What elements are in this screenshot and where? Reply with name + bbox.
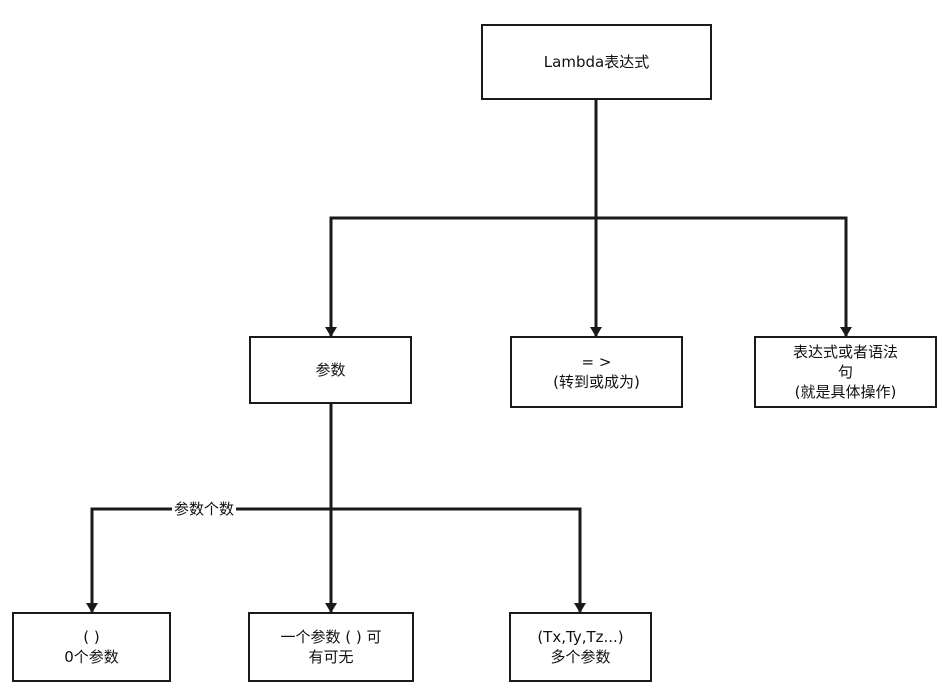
node-one-parameter: 一个参数 ( ) 可 有可无: [248, 612, 414, 682]
node-zero-parameters: ( ) 0个参数: [12, 612, 171, 682]
node-text: Lambda表达式: [543, 53, 650, 71]
node-text-line-2: (转到或成为): [553, 373, 640, 391]
node-text-line-2: 句: [837, 363, 853, 381]
edge-params-to-many: [90, 507, 586, 613]
node-text-line-1: ( ): [83, 628, 100, 646]
node-multiple-parameters: (Tx,Ty,Tz...) 多个参数: [509, 612, 652, 682]
node-lambda-expression: Lambda表达式: [481, 24, 712, 100]
node-text-line-2: 多个参数: [550, 648, 611, 666]
node-text-line-1: 表达式或者语法: [792, 343, 898, 361]
edge-label-param-count: 参数个数: [172, 499, 237, 519]
node-text-line-2: 有可无: [308, 648, 354, 666]
edge-root-to-expr: [329, 216, 852, 337]
node-text-line-1: 一个参数 ( ) 可: [280, 628, 382, 646]
node-parameters: 参数: [249, 336, 412, 404]
node-text: 参数: [315, 361, 346, 379]
node-goes-to-operator: = > (转到或成为): [510, 336, 683, 408]
node-expression-or-statement: 表达式或者语法 句 (就是具体操作): [754, 336, 937, 408]
node-text-line-3: (就是具体操作): [794, 383, 897, 401]
edge-label-text: 参数个数: [174, 500, 235, 518]
node-text-line-2: 0个参数: [64, 648, 119, 666]
node-text-line-1: (Tx,Ty,Tz...): [537, 628, 624, 646]
node-text-line-1: = >: [581, 353, 612, 371]
